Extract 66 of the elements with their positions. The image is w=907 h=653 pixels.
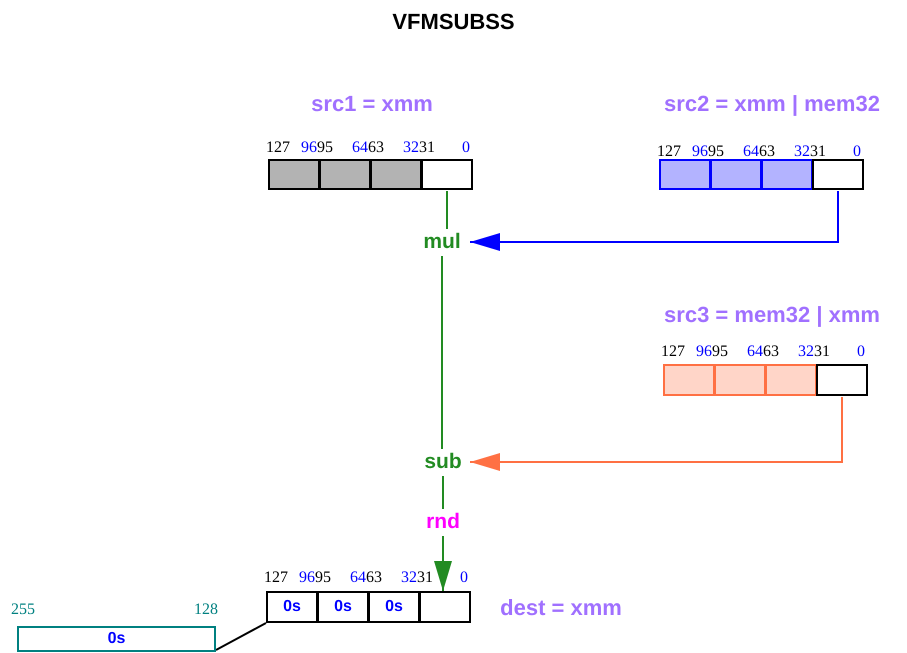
bit-number: 96 — [301, 139, 317, 157]
bit-number: 32 — [794, 143, 810, 161]
bit-number: 95 — [712, 343, 728, 361]
register-cell: 0s — [266, 591, 318, 623]
register-cell — [710, 159, 762, 190]
register-cell: 0s — [368, 591, 420, 623]
connector-line — [442, 476, 444, 509]
title: VFMSUBSS — [391, 9, 516, 35]
bit-number: 0 — [462, 139, 470, 157]
bit-number: 96 — [696, 343, 712, 361]
register-label: dest = xmm — [500, 595, 622, 621]
bit-number: 127 — [657, 143, 681, 161]
connector-line — [446, 191, 448, 229]
register-label: src2 = xmm | mem32 — [664, 91, 880, 117]
bit-number: 96 — [692, 143, 708, 161]
bit-number: 32 — [401, 569, 417, 587]
bit-number: 96 — [299, 569, 315, 587]
connector-line — [441, 256, 443, 449]
operation-label: rnd — [418, 509, 468, 535]
bit-number: 63 — [366, 569, 382, 587]
bit-number: 95 — [708, 143, 724, 161]
register-label: src1 = xmm — [311, 91, 433, 117]
register-cell — [765, 364, 817, 396]
bit-number: 31 — [417, 569, 433, 587]
register-cell — [816, 364, 868, 396]
bit-number: 64 — [350, 569, 366, 587]
bit-number: 32 — [798, 343, 814, 361]
arrow — [470, 397, 843, 471]
register-cell — [663, 364, 715, 396]
bit-number: 127 — [266, 139, 290, 157]
bit-number: 255 — [11, 601, 35, 619]
bit-number: 63 — [759, 143, 775, 161]
register-cell — [812, 159, 864, 190]
bit-number: 64 — [743, 143, 759, 161]
operation-label: mul — [414, 229, 470, 255]
bit-number: 127 — [661, 343, 685, 361]
bit-number: 64 — [747, 343, 763, 361]
bit-number: 31 — [810, 143, 826, 161]
register-cell — [714, 364, 766, 396]
bit-number: 31 — [814, 343, 830, 361]
bit-number: 0 — [857, 343, 865, 361]
bit-number: 128 — [194, 601, 218, 619]
upper-lane-box: 0s — [17, 626, 216, 652]
register-cell: 0s — [317, 591, 369, 623]
bit-number: 95 — [317, 139, 333, 157]
register-cell — [268, 159, 320, 190]
register-cell — [370, 159, 422, 190]
bit-number: 63 — [763, 343, 779, 361]
register-cell — [659, 159, 711, 190]
register-label: src3 = mem32 | xmm — [664, 302, 880, 328]
operation-label: sub — [416, 449, 470, 475]
bit-number: 127 — [264, 569, 288, 587]
bit-number: 31 — [419, 139, 435, 157]
register-cell — [319, 159, 371, 190]
bit-number: 0 — [853, 143, 861, 161]
leader-line — [216, 622, 266, 651]
register-cell — [419, 591, 471, 623]
register-cell — [761, 159, 813, 190]
bit-number: 0 — [460, 569, 468, 587]
bit-number: 63 — [368, 139, 384, 157]
bit-number: 64 — [352, 139, 368, 157]
register-cell — [421, 159, 473, 190]
bit-number: 32 — [403, 139, 419, 157]
arrow — [434, 536, 452, 591]
arrow — [470, 191, 839, 251]
bit-number: 95 — [315, 569, 331, 587]
